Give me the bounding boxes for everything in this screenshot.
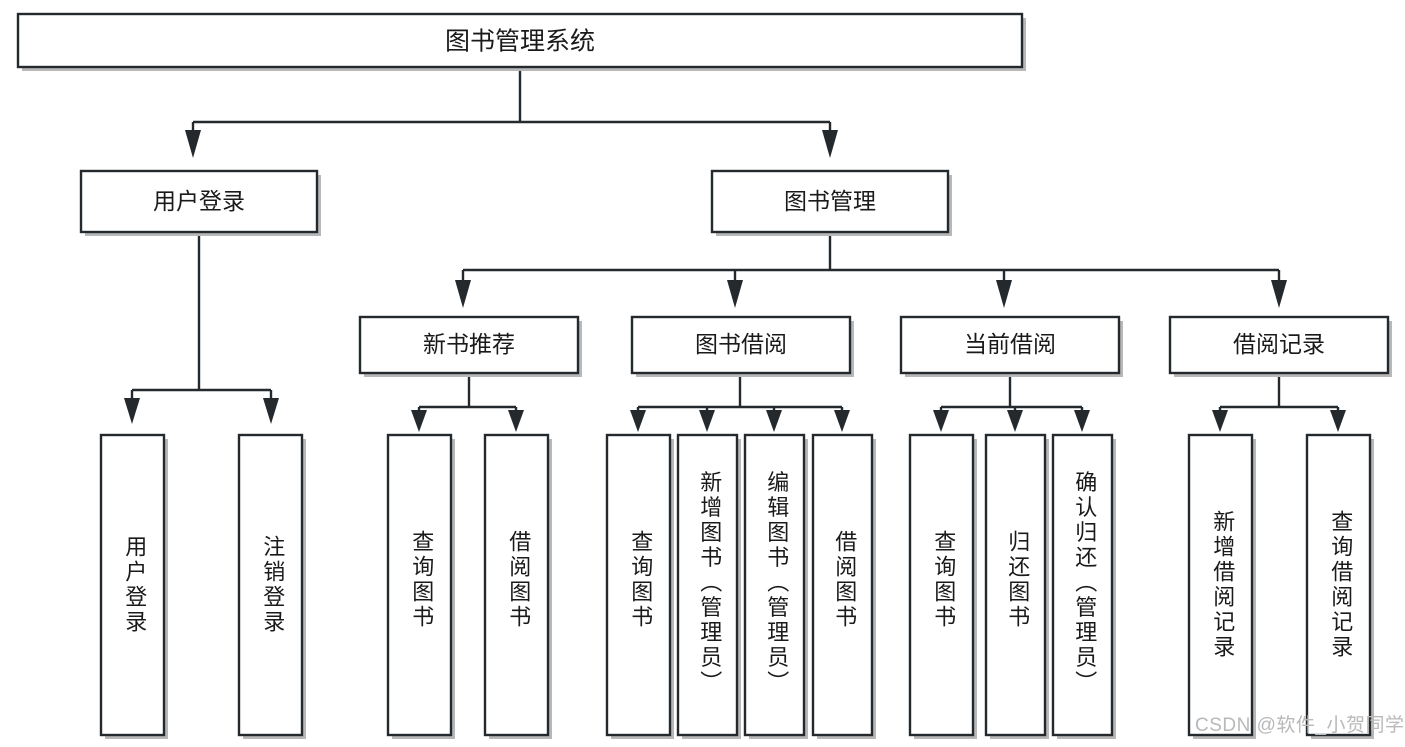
arrow-to-new-book-recommend (455, 280, 471, 308)
node-user-login-label: 用户登录 (153, 188, 245, 214)
arrow-to-leaf-edit-book (766, 410, 782, 432)
leaf-query-book-2-rect (605, 433, 672, 737)
connector-layer (124, 67, 1346, 432)
leaf-query-record-label: 查询借阅记录 (1328, 510, 1353, 660)
leaf-logout[interactable]: 注销登录 (237, 433, 306, 739)
arrow-to-leaf-borrow-book-2 (834, 410, 850, 432)
node-current-borrow[interactable]: 当前借阅 (899, 315, 1123, 377)
arrow-to-leaf-return-book (1007, 410, 1023, 432)
arrow-to-leaf-query-book-1 (411, 410, 427, 432)
leaf-user-login-rect (99, 433, 166, 737)
leaf-borrow-book-1-label: 借阅图书 (506, 530, 531, 630)
arrow-to-leaf-user-login (124, 398, 140, 424)
leaf-borrow-book-1[interactable]: 借阅图书 (483, 433, 552, 739)
leaf-add-record[interactable]: 新增借阅记录 (1187, 433, 1256, 739)
arrow-to-book-borrow (727, 280, 743, 308)
arrow-to-leaf-query-record (1330, 410, 1346, 432)
leaf-query-book-3-rect (908, 433, 975, 737)
node-book-borrow-rect (630, 315, 852, 375)
node-book-manage-label: 图书管理 (784, 188, 876, 214)
node-book-borrow[interactable]: 图书借阅 (630, 315, 854, 377)
node-user-login-rect (79, 169, 319, 234)
leaf-user-login[interactable]: 用户登录 (99, 433, 168, 739)
leaf-query-book-1-label: 查询图书 (409, 530, 434, 630)
leaf-query-book-3-label: 查询图书 (931, 530, 956, 630)
leaf-edit-book[interactable]: 编辑图书（管理员） (743, 433, 808, 739)
arrow-to-borrow-record (1271, 280, 1287, 308)
leaf-borrow-book-2-rect (811, 433, 874, 737)
node-current-borrow-label: 当前借阅 (964, 331, 1056, 357)
leaf-query-record-rect (1305, 433, 1372, 737)
node-borrow-record-rect (1168, 315, 1390, 375)
leaf-add-record-label: 新增借阅记录 (1210, 510, 1235, 660)
leaf-borrow-book-2[interactable]: 借阅图书 (811, 433, 876, 739)
leaf-borrow-book-1-rect (483, 433, 550, 737)
leaf-return-book-rect (984, 433, 1047, 737)
leaf-query-book-3[interactable]: 查询图书 (908, 433, 977, 739)
leaf-logout-rect (237, 433, 304, 737)
arrow-to-leaf-add-record (1212, 410, 1228, 432)
node-borrow-record[interactable]: 借阅记录 (1168, 315, 1392, 377)
node-current-borrow-rect (899, 315, 1121, 375)
leaf-confirm-return-label: 确认归还（管理员） (1072, 471, 1097, 696)
leaf-add-book-label: 新增图书（管理员） (697, 471, 722, 696)
node-root[interactable]: 图书管理系统 (16, 12, 1026, 71)
arrow-to-leaf-add-book (699, 410, 715, 432)
arrow-to-book-manage (822, 130, 838, 158)
leaf-user-login-label: 用户登录 (122, 535, 147, 635)
leaf-query-book-2[interactable]: 查询图书 (605, 433, 674, 739)
leaf-add-record-rect (1187, 433, 1254, 737)
arrow-to-current-borrow (996, 280, 1012, 308)
node-new-book-recommend-label: 新书推荐 (423, 331, 515, 357)
leaf-edit-book-rect (743, 433, 806, 737)
arrow-to-leaf-query-book-2 (630, 410, 646, 432)
leaf-return-book[interactable]: 归还图书 (984, 433, 1049, 739)
leaf-borrow-book-2-label: 借阅图书 (832, 530, 857, 630)
node-book-manage-rect (710, 169, 950, 234)
leaf-query-book-1[interactable]: 查询图书 (386, 433, 455, 739)
leaf-add-book[interactable]: 新增图书（管理员） (676, 433, 741, 739)
node-root-rect (16, 12, 1024, 69)
arrow-to-user-login (185, 130, 201, 158)
csdn-watermark: CSDN @软件_小贺同学 (1195, 714, 1404, 736)
node-new-book-recommend-rect (358, 315, 580, 375)
arrow-to-leaf-logout (263, 398, 279, 424)
leaf-query-book-2-label: 查询图书 (628, 530, 653, 630)
node-book-borrow-label: 图书借阅 (695, 331, 787, 357)
arrow-to-leaf-confirm-return (1074, 410, 1090, 432)
node-new-book-recommend[interactable]: 新书推荐 (358, 315, 582, 377)
leaf-logout-label: 注销登录 (260, 535, 285, 635)
leaf-confirm-return[interactable]: 确认归还（管理员） (1051, 433, 1116, 739)
arrow-to-leaf-query-book-3 (933, 410, 949, 432)
leaf-add-book-rect (676, 433, 739, 737)
leaf-edit-book-label: 编辑图书（管理员） (764, 471, 789, 696)
node-root-label: 图书管理系统 (445, 28, 595, 56)
node-book-manage[interactable]: 图书管理 (710, 169, 952, 236)
leaf-query-book-1-rect (386, 433, 453, 737)
leaf-confirm-return-rect (1051, 433, 1114, 737)
node-user-login[interactable]: 用户登录 (79, 169, 321, 236)
leaf-return-book-label: 归还图书 (1005, 530, 1030, 630)
arrow-to-leaf-borrow-book-1 (508, 410, 524, 432)
node-borrow-record-label: 借阅记录 (1233, 331, 1325, 357)
leaf-query-record[interactable]: 查询借阅记录 (1305, 433, 1374, 739)
